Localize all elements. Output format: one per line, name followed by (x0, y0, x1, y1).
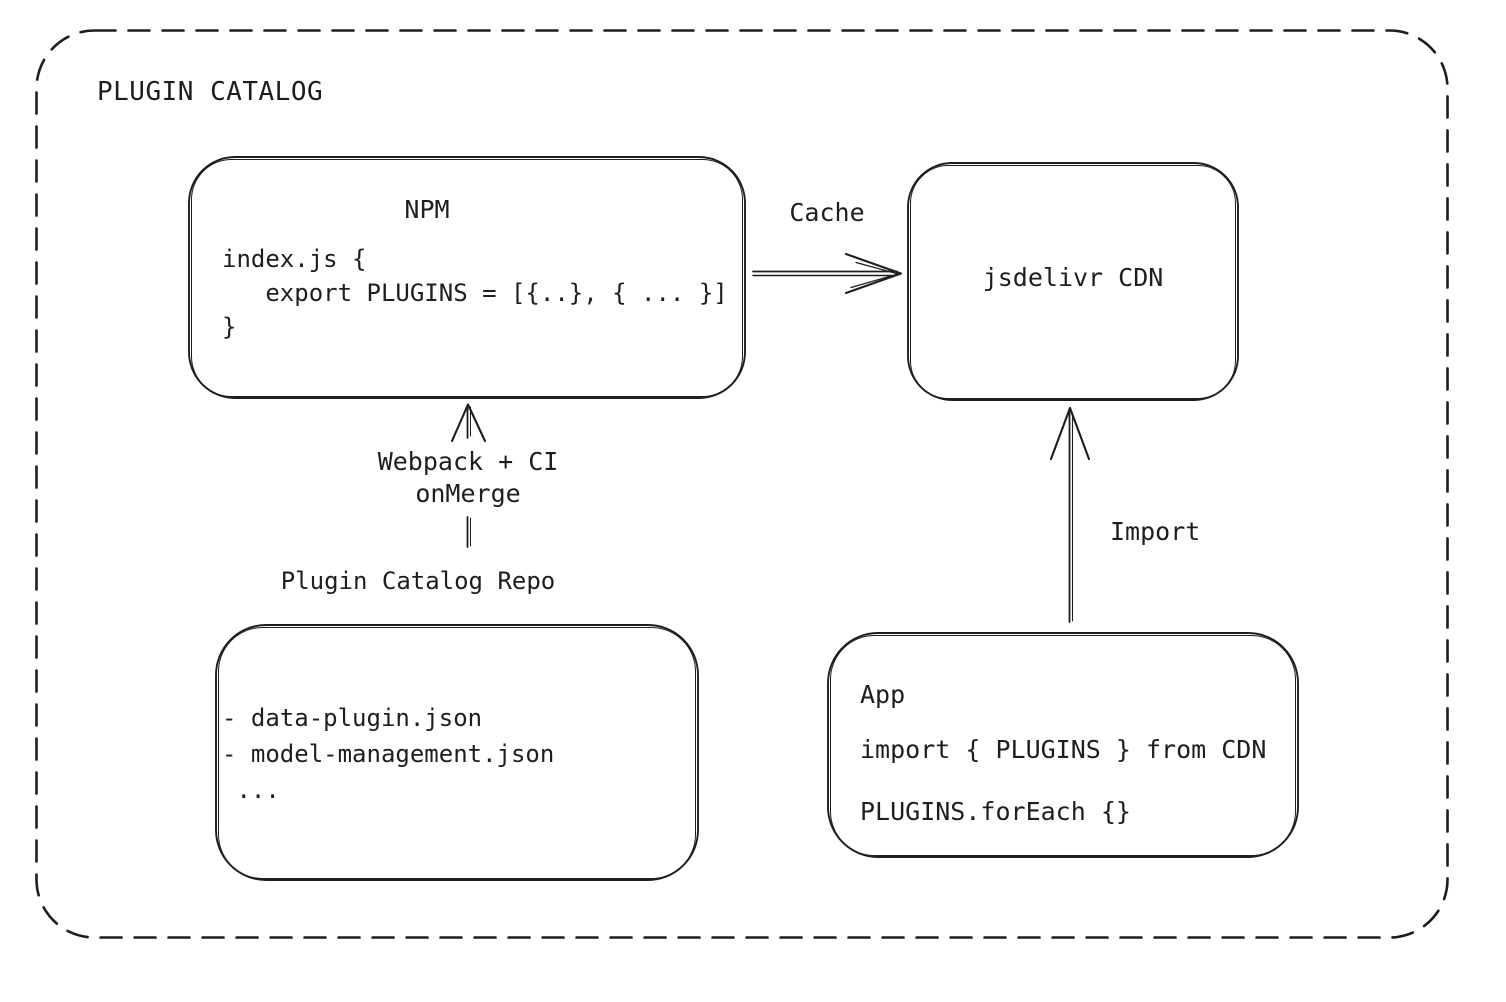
npm-box-shape (188, 156, 746, 399)
app-node-title: App (860, 680, 906, 709)
app-node-code: import { PLUGINS } from CDN PLUGINS.forE… (860, 735, 1267, 826)
npm-node-code: index.js { export PLUGINS = [{..}, { ...… (222, 245, 728, 341)
import-arrow (1049, 406, 1091, 623)
cdn-node-label: jsdelivr CDN (982, 263, 1164, 292)
repo-box-shape (215, 624, 699, 881)
build-arrow (450, 403, 487, 548)
app-box-shape (827, 632, 1299, 858)
cdn-box-shape (907, 162, 1239, 401)
npm-node-title: NPM (404, 195, 450, 224)
repo-node-label: Plugin Catalog Repo (280, 567, 556, 595)
cache-edge-label: Cache (789, 198, 865, 227)
import-edge-label: Import (1110, 517, 1201, 546)
cache-arrow (752, 252, 903, 295)
build-edge-label: Webpack + CI onMerge (377, 447, 559, 508)
repo-node-files: - data-plugin.json - model-management.js… (222, 704, 555, 804)
plugin-catalog-container-border (35, 29, 1449, 939)
plugin-catalog-title: PLUGIN CATALOG (97, 77, 324, 107)
